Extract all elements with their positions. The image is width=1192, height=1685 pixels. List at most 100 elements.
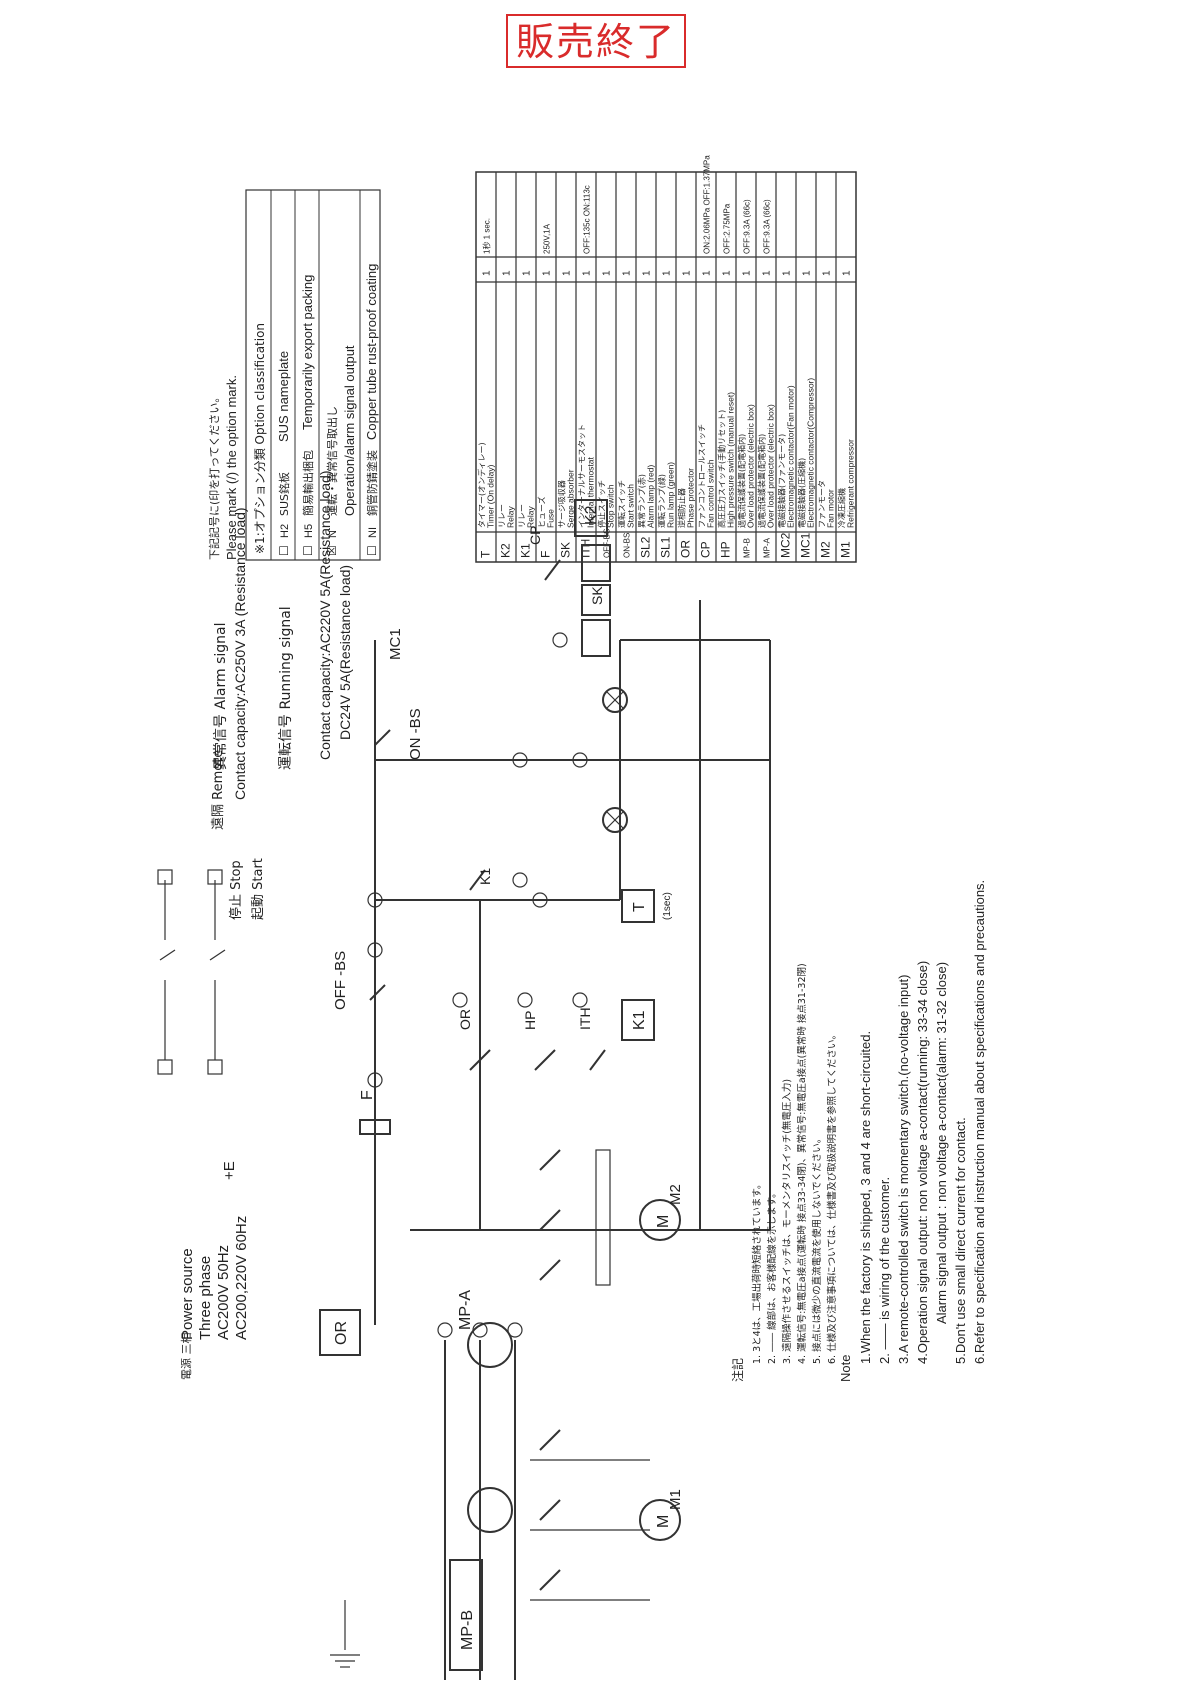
note-en-line: 1.When the factory is shipped, 3 and 4 a…	[858, 1031, 873, 1364]
note-en-line: 4.Operation signal output: non voltage a…	[915, 961, 930, 1364]
mp-b-label: MP-B	[459, 1610, 476, 1650]
parts-qty: 1	[482, 270, 493, 276]
parts-name-en: Fan motor	[826, 489, 836, 528]
option-box	[245, 189, 381, 561]
option-row-2[interactable]: ☒ N 運転・異常信号取出し Operation/alarm signal ou…	[325, 345, 357, 556]
power-phase: Three phase	[197, 1256, 214, 1340]
notes-block: 注記 1. 3と4は、工場出荷時短絡されています。2. ―― 線部は、お客様配線…	[730, 880, 987, 1382]
run-lamp-sl1	[602, 687, 628, 713]
on-bs-label: ON -BS	[407, 708, 424, 760]
parts-name-en: Over load protector (electric box)	[746, 404, 756, 528]
parts-name-jp: リレー	[497, 504, 506, 528]
power-source-block: 電源 三相 Power source Three phase AC200V 50…	[179, 1161, 250, 1380]
discontinued-stamp: 販売終了	[506, 14, 686, 68]
parts-name-jp: 高圧圧力スイッチ(手動リセット)	[716, 410, 726, 528]
parts-qty: 1	[802, 270, 813, 276]
parts-name-jp: 冷凍圧縮機	[836, 488, 846, 528]
parts-name-en: High pressure switch (manual reset)	[726, 392, 736, 528]
parts-name-jp: リレー	[517, 504, 526, 528]
parts-name-jp: ヒューズ	[536, 496, 546, 528]
note-jp-line: 1. 3と4は、工場出荷時短絡されています。	[751, 1180, 763, 1364]
motor-m1-symbol	[639, 1499, 681, 1541]
power-earth: +E	[221, 1161, 238, 1180]
parts-qty: 1	[682, 270, 693, 276]
parts-qty: 1	[502, 270, 513, 276]
parts-symbol: ITH	[579, 539, 593, 558]
svg-text:N: N	[327, 530, 339, 538]
note-en-line: 3.A remote-controlled switch is momentar…	[896, 975, 911, 1364]
option-row-0[interactable]: ☐ H2 SUS銘板 SUS nameplate	[276, 351, 291, 556]
mc1-main-contacts	[530, 1429, 650, 1601]
timer-coil-label: T	[631, 902, 648, 912]
parts-symbol: MC1	[799, 532, 813, 558]
sk-box	[581, 584, 611, 616]
option-row-1[interactable]: ☐ H5 簡易輸出梱包 Temporarily export packing	[300, 275, 315, 556]
note-jp-line: 6. 仕様及び注意事項については、仕様書及び取扱説明書を参照してください。	[826, 1030, 838, 1364]
parts-qty: 1	[662, 270, 673, 276]
svg-text:Copper tube rust-proof coating: Copper tube rust-proof coating	[364, 264, 379, 440]
parts-name-en: Timer (On delay)	[486, 464, 496, 528]
notes-title-en: Note	[838, 1355, 853, 1382]
svg-text:SUS銘板: SUS銘板	[277, 472, 291, 516]
k2-coil	[574, 499, 608, 537]
parts-spec: 250V,1A	[543, 223, 552, 254]
parts-name-en: Electromagnetic contactor(Fan motor)	[786, 385, 796, 528]
svg-text:H2: H2	[279, 524, 291, 538]
parts-symbol: M2	[819, 541, 833, 558]
svg-text:K2: K2	[583, 505, 600, 525]
parts-name-en: Fan control switch	[706, 459, 716, 528]
option-row-3[interactable]: ☐ NI 銅管防錆塗装 Copper tube rust-proof coati…	[364, 264, 379, 556]
parts-name-jp: 逆相防止器	[676, 488, 686, 528]
parts-symbol: CP	[699, 541, 713, 558]
svg-text:Operation/alarm signal output: Operation/alarm signal output	[342, 345, 357, 516]
earth-symbol	[330, 1600, 360, 1668]
parts-symbol: OR	[679, 540, 693, 558]
parts-symbol: M1	[839, 541, 853, 558]
parts-spec: OFF:2.75MPa	[723, 203, 732, 254]
parts-qty: 1	[542, 270, 553, 276]
remote-label: 遠隔 Remote	[211, 750, 226, 830]
mc1-aux-label: MC1	[387, 628, 404, 660]
main-circuit: F OR OFF -BS ON -BS MC1 MP-B MP-A	[319, 499, 771, 1680]
parts-name-en: Serge absorber	[566, 469, 576, 528]
parts-spec: OFF:9.3A (66c)	[743, 199, 752, 254]
parts-name-en: Refrigerant compressor	[846, 439, 856, 528]
parts-symbol: MP-A	[763, 537, 772, 558]
parts-qty: 1	[702, 270, 713, 276]
svg-text:運転・異常信号取出し: 運転・異常信号取出し	[325, 406, 339, 516]
parts-name-en: Over load protector (electric box)	[766, 404, 776, 528]
parts-symbol: T	[479, 550, 493, 558]
svg-text:簡易輸出梱包: 簡易輸出梱包	[301, 450, 315, 516]
terminal-markers	[367, 632, 588, 1338]
power-label-en: Power source	[179, 1248, 196, 1340]
svg-text:銅管防錆塗装: 銅管防錆塗装	[365, 450, 379, 516]
k1-contact-label: K1	[477, 868, 493, 885]
parts-symbol: K2	[499, 543, 513, 558]
running-signal-label: 運転信号 Running signal	[278, 606, 294, 770]
parts-name-jp: ファンコントロールスイッチ	[697, 424, 706, 528]
power-v1: AC200V 50Hz	[215, 1245, 232, 1340]
remote-start-label: 起動 Start	[251, 858, 266, 920]
svg-text:NI: NI	[367, 527, 379, 538]
motor-m2-label: M2	[667, 1184, 684, 1205]
option-note-en: Please mark (/) the option mark.	[224, 375, 239, 560]
parts-name-en: Internal thermostat	[586, 456, 596, 528]
parts-name-jp: 運転ランプ(緑)	[656, 474, 666, 528]
parts-name-en: Relay	[506, 506, 516, 528]
fuse-label: F	[359, 1090, 376, 1100]
svg-text:SK: SK	[589, 586, 605, 605]
parts-name-jp: ファンモータ	[817, 480, 826, 528]
parts-name-en: Run lamp (green)	[666, 462, 676, 528]
note-jp-line: 2. ―― 線部は、お客様配線を示します。	[766, 1188, 778, 1364]
hp-label: HP	[522, 1011, 538, 1030]
parts-spec: ON:2.06MPa OFF:1.37MPa	[703, 155, 712, 254]
